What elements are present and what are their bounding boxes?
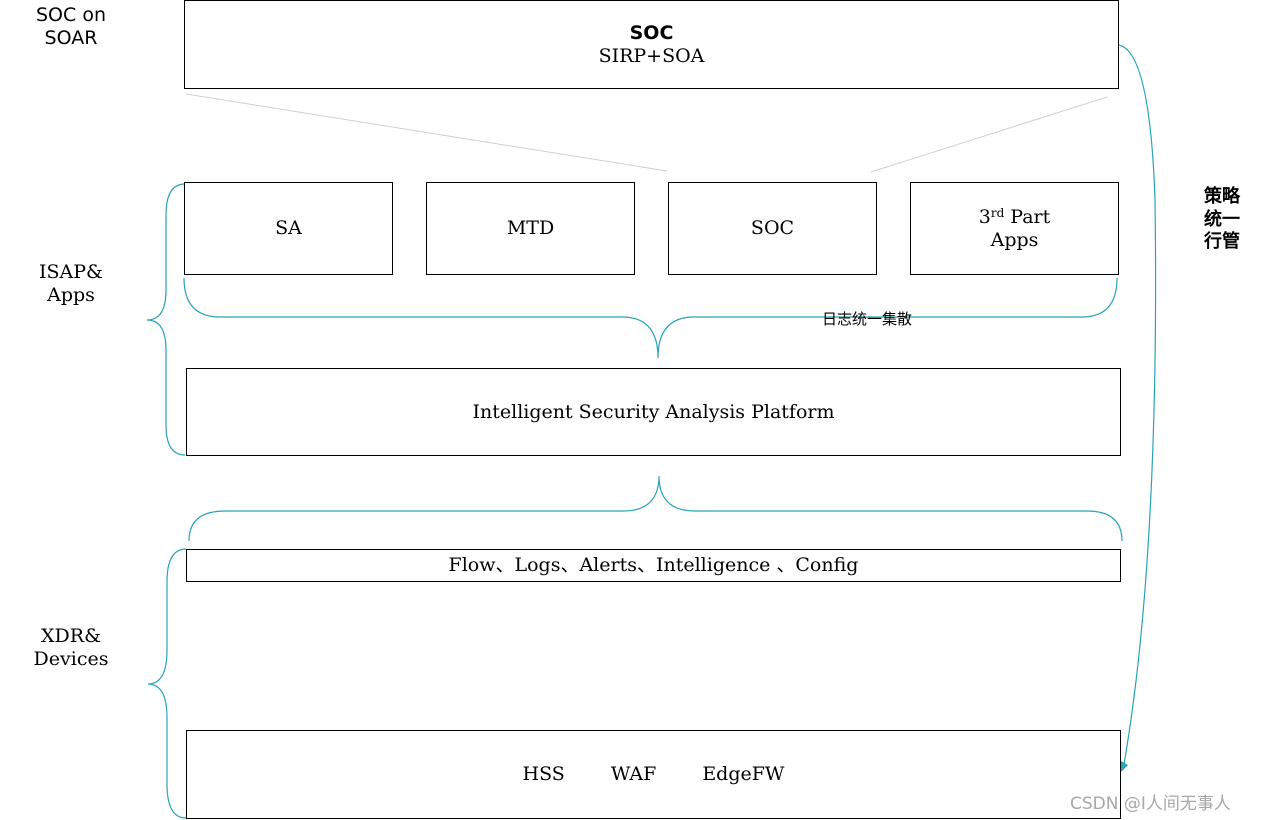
soc-subtitle: SIRP+SOA (598, 44, 705, 67)
guide-line-left (185, 93, 668, 172)
csdn-watermark: CSDN @I人间无事人 (1070, 794, 1231, 814)
app-box-soc: SOC (668, 182, 877, 275)
third-party-suffix: Part (1004, 205, 1051, 228)
data-brace (188, 475, 1123, 542)
xdr-devices-line2: Devices (33, 647, 109, 670)
devices-box: HSS WAF EdgeFW (186, 730, 1121, 819)
soc-soar-box: SOC SIRP+SOA (184, 0, 1119, 89)
soc-on-soar-label: SOC on SOAR (16, 4, 126, 50)
xdr-devices-label: XDR& Devices (16, 625, 126, 671)
third-party-prefix: 3 (978, 205, 991, 228)
third-party-superscript: rd (990, 205, 1005, 220)
app-box-third-party: 3rd Part Apps (910, 182, 1119, 275)
app-box-mtd: MTD (426, 182, 635, 275)
isap-apps-line2: Apps (47, 283, 95, 306)
app-soc-label: SOC (750, 217, 795, 240)
device-edgefw: EdgeFW (702, 763, 785, 786)
data-types-label: Flow、Logs、Alerts、Intelligence 、Config (448, 554, 859, 577)
isap-brace (146, 183, 186, 456)
app-box-sa: SA (184, 182, 393, 275)
app-sa-label: SA (275, 217, 302, 240)
soc-on-soar-line1: SOC on (36, 4, 106, 26)
data-types-box: Flow、Logs、Alerts、Intelligence 、Config (186, 549, 1121, 582)
policy-management-label: 策略统一行管 (1204, 186, 1240, 252)
device-waf: WAF (610, 763, 657, 786)
devices-row: HSS WAF EdgeFW (523, 763, 785, 786)
third-party-line1: 3rd Part (979, 206, 1051, 229)
apps-brace (183, 277, 1118, 359)
guide-line-right (870, 96, 1108, 173)
third-party-line2: Apps (990, 228, 1039, 251)
platform-box: Intelligent Security Analysis Platform (186, 368, 1121, 456)
isap-apps-line1: ISAP& (39, 261, 103, 283)
isap-apps-label: ISAP& Apps (16, 261, 126, 307)
xdr-brace (147, 548, 187, 819)
xdr-devices-line1: XDR& (41, 625, 101, 647)
soc-on-soar-line2: SOAR (44, 26, 98, 49)
app-mtd-label: MTD (506, 217, 555, 240)
policy-arrow (1118, 44, 1157, 771)
soc-title: SOC (629, 21, 674, 44)
platform-label: Intelligent Security Analysis Platform (472, 400, 835, 423)
log-aggregation-label: 日志统一集散 (822, 310, 913, 328)
device-hss: HSS (522, 763, 565, 786)
